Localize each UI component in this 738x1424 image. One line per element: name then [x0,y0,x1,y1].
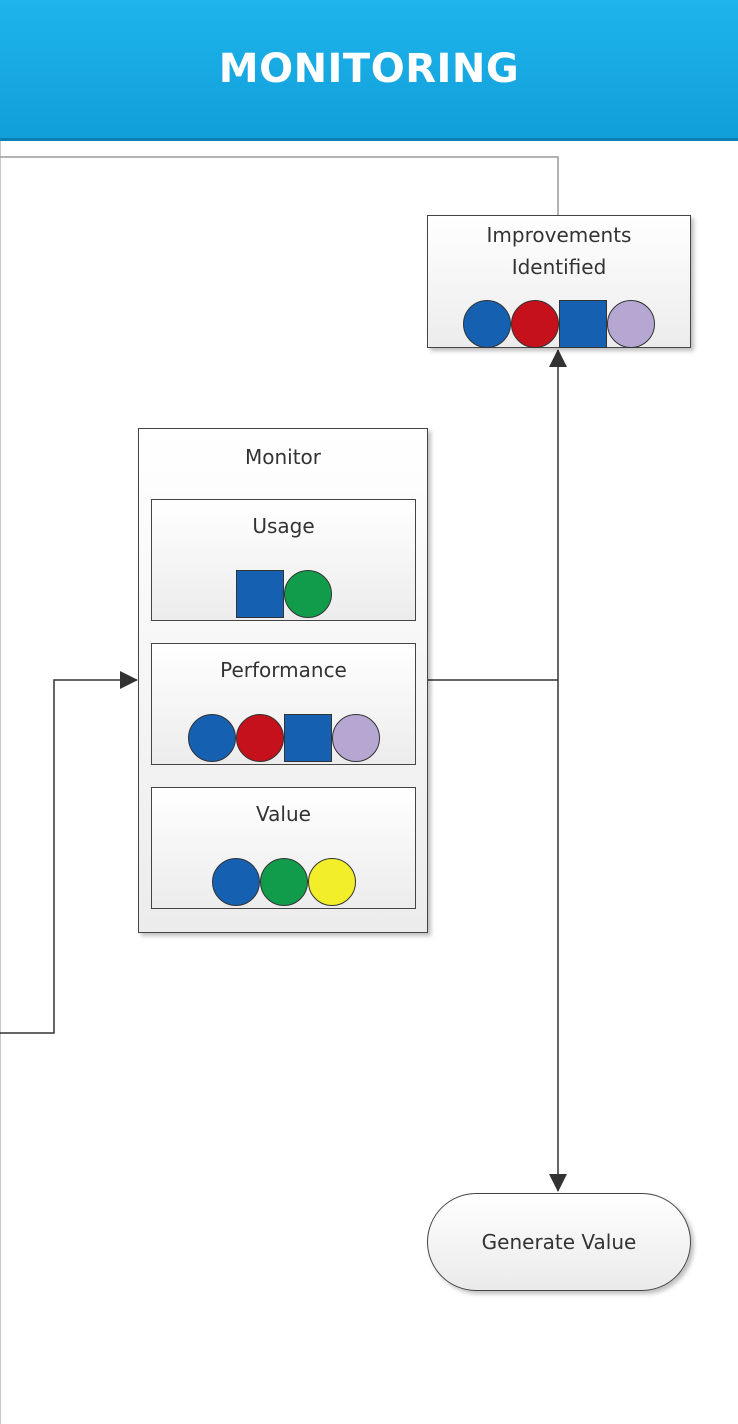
generate-value-terminator[interactable]: Generate Value [427,1193,691,1291]
input-arrow [0,671,138,1034]
improvements-identified-box[interactable]: Improvements Identified [427,215,691,348]
value-shapes [152,858,415,906]
blue-circle-icon [187,714,236,762]
generate-value-label: Generate Value [481,1230,637,1254]
red-circle-icon [235,714,284,762]
value-label: Value [256,802,311,826]
blue-circle-icon [463,300,511,348]
usage-label: Usage [252,514,315,538]
blue-square-icon [283,714,332,762]
blue-square-icon [559,300,607,348]
green-circle-icon [259,858,308,906]
blue-circle-icon [211,858,260,906]
feedback-line [0,156,559,215]
lane-header: MONITORING [0,0,738,141]
monitor-title: Monitor [244,445,322,469]
improvements-shapes [428,300,690,348]
green-circle-icon [283,570,332,618]
blue-square-icon [235,570,284,618]
performance-label: Performance [220,658,347,682]
usage-box[interactable]: Usage [151,499,416,621]
red-circle-icon [511,300,559,348]
lavender-circle-icon [607,300,655,348]
monitor-box[interactable]: Monitor Usage Performance Value [138,428,428,933]
lane-left-border [0,141,1,1424]
value-box[interactable]: Value [151,787,416,909]
performance-shapes [152,714,415,762]
yellow-circle-icon [307,858,356,906]
lavender-circle-icon [331,714,380,762]
performance-box[interactable]: Performance [151,643,416,765]
improvements-label-line1: Improvements [486,223,632,247]
improvements-label-line2: Identified [511,255,607,279]
usage-shapes [152,570,415,618]
lane-title: MONITORING [218,46,520,92]
